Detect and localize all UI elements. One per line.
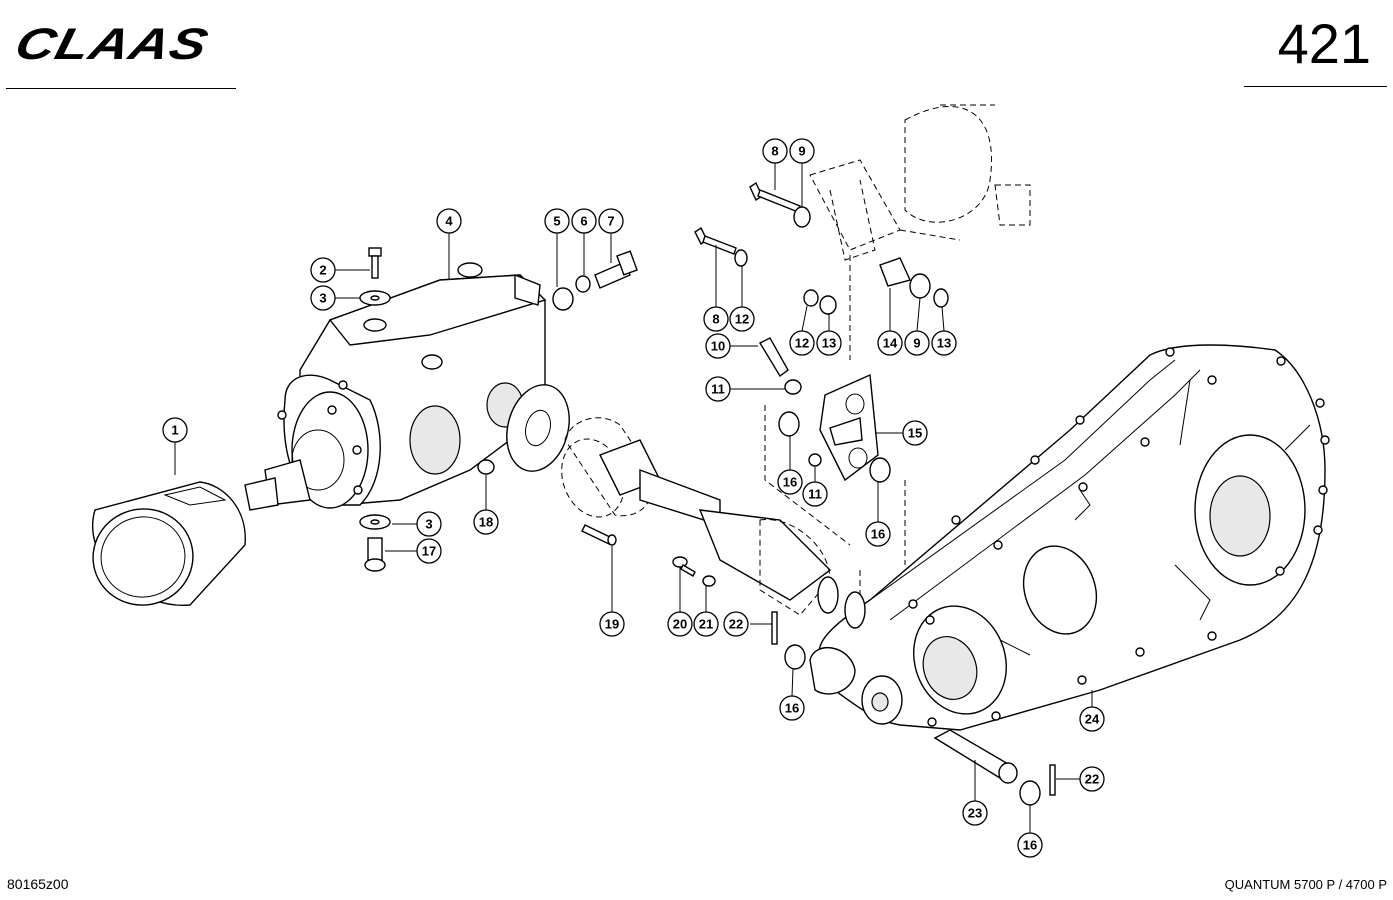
callout-14: 14	[877, 330, 903, 356]
svg-text:16: 16	[871, 527, 885, 542]
svg-text:10: 10	[711, 339, 725, 354]
callout-16-plate-right: 16	[865, 521, 891, 547]
svg-text:6: 6	[580, 214, 587, 229]
callout-8-lower: 8	[703, 306, 729, 332]
svg-text:9: 9	[913, 336, 920, 351]
callout-5: 5	[544, 208, 570, 234]
shaft-fasteners	[672, 556, 806, 670]
svg-text:22: 22	[729, 617, 743, 632]
svg-text:21: 21	[699, 617, 713, 632]
callout-1: 1	[162, 417, 188, 443]
callout-22-right: 22	[1079, 766, 1105, 792]
svg-text:15: 15	[908, 426, 922, 441]
mounting-bracket-part	[694, 104, 1031, 395]
svg-text:12: 12	[795, 336, 809, 351]
cone-guard-part	[92, 481, 246, 606]
callout-12-right: 12	[789, 330, 815, 356]
angle-gearbox-part	[244, 262, 547, 511]
page-number: 421	[1277, 12, 1371, 75]
svg-text:20: 20	[673, 617, 687, 632]
callout-16-plate-left: 16	[777, 469, 803, 495]
callout-balloons: 1 2 3 3 4 5 6 7 8 9 8 12 12 13 14 9 13 1…	[162, 138, 1105, 858]
callout-6: 6	[571, 208, 597, 234]
callout-10: 10	[705, 333, 731, 359]
svg-text:12: 12	[735, 312, 749, 327]
header-divider-right	[1244, 86, 1387, 87]
header-divider-left	[6, 88, 236, 89]
gearbox-fasteners	[359, 247, 638, 572]
svg-text:2: 2	[319, 263, 326, 278]
callout-21: 21	[693, 611, 719, 637]
callout-9-lower: 9	[904, 330, 930, 356]
callout-24: 24	[1079, 706, 1105, 732]
svg-text:16: 16	[785, 701, 799, 716]
callout-11-bottom: 11	[802, 481, 828, 507]
drive-shaft-part	[561, 417, 839, 616]
svg-text:4: 4	[445, 214, 453, 229]
svg-text:3: 3	[319, 291, 326, 306]
svg-text:14: 14	[883, 336, 898, 351]
callout-4: 4	[436, 208, 462, 234]
callout-16-bottom: 16	[1017, 832, 1043, 858]
callout-7: 7	[598, 208, 624, 234]
callout-8-top: 8	[762, 138, 788, 164]
main-gearbox-housing-part	[809, 344, 1330, 731]
callout-20: 20	[667, 611, 693, 637]
pivot-pin-part	[933, 729, 1056, 806]
model-name: QUANTUM 5700 P / 4700 P	[1224, 877, 1387, 892]
document-code: 80165z00	[7, 876, 69, 892]
callout-22-left: 22	[723, 611, 749, 637]
callout-23: 23	[962, 800, 988, 826]
callout-15: 15	[902, 420, 928, 446]
svg-text:13: 13	[937, 336, 951, 351]
svg-text:19: 19	[605, 617, 619, 632]
callout-2: 2	[310, 257, 336, 283]
callout-9-top: 9	[789, 138, 815, 164]
svg-text:11: 11	[711, 382, 725, 397]
svg-text:8: 8	[712, 312, 719, 327]
svg-text:13: 13	[822, 336, 836, 351]
svg-text:8: 8	[771, 144, 778, 159]
svg-text:16: 16	[1023, 838, 1037, 853]
svg-text:17: 17	[422, 544, 436, 559]
callout-16-mid: 16	[779, 695, 805, 721]
svg-text:9: 9	[798, 144, 805, 159]
svg-text:18: 18	[479, 515, 493, 530]
svg-text:5: 5	[553, 214, 560, 229]
svg-text:3: 3	[425, 517, 432, 532]
svg-text:24: 24	[1085, 712, 1100, 727]
callout-13-right: 13	[931, 330, 957, 356]
callout-12-left: 12	[729, 306, 755, 332]
support-plate-part	[778, 373, 891, 483]
callout-19: 19	[599, 611, 625, 637]
svg-text:16: 16	[783, 475, 797, 490]
callout-17: 17	[416, 538, 442, 564]
callout-11-top: 11	[705, 376, 731, 402]
callout-18: 18	[473, 509, 499, 535]
callout-3-bottom: 3	[416, 511, 442, 537]
svg-text:11: 11	[808, 487, 822, 502]
svg-text:7: 7	[607, 214, 614, 229]
svg-text:1: 1	[171, 423, 178, 438]
svg-text:23: 23	[968, 806, 982, 821]
callout-leader-lines	[174, 163, 1093, 833]
callout-3-top: 3	[310, 285, 336, 311]
svg-text:22: 22	[1085, 772, 1099, 787]
callout-13-left: 13	[816, 330, 842, 356]
